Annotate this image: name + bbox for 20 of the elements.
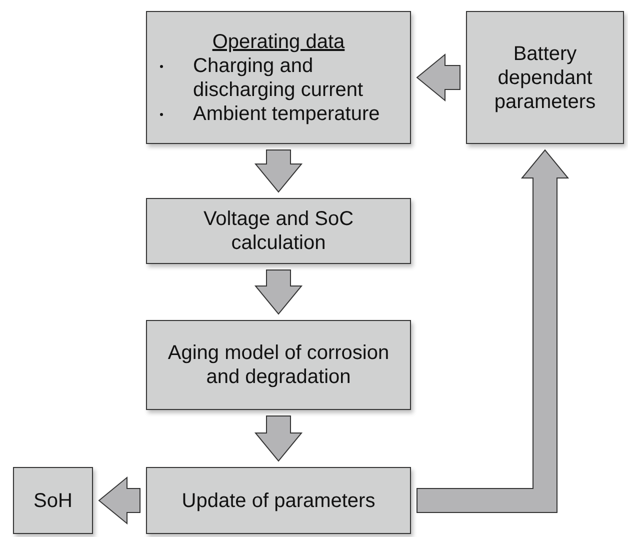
box-label: Update of parameters [182, 488, 376, 512]
process-box [146, 320, 411, 410]
block-arrow [254, 150, 303, 193]
box-label: Voltage and SoC calculation [202, 207, 355, 255]
box-label: Aging model of corrosion and degradation [166, 341, 390, 389]
box-label: SoH [34, 488, 72, 512]
box-label: Battery dependant parameters [493, 42, 597, 114]
process-box [466, 11, 624, 144]
list-item: Ambient temperature [193, 102, 381, 126]
list-item: Charging and discharging current [193, 54, 364, 102]
process-box [146, 11, 411, 144]
process-box [146, 198, 411, 264]
process-box [146, 467, 411, 534]
block-arrow [416, 53, 460, 102]
block-arrow [416, 149, 570, 513]
block-arrow [98, 476, 140, 525]
heading: Operating data [212, 30, 345, 54]
block-arrow [254, 270, 303, 315]
process-box [13, 467, 93, 534]
block-arrow [254, 416, 303, 462]
